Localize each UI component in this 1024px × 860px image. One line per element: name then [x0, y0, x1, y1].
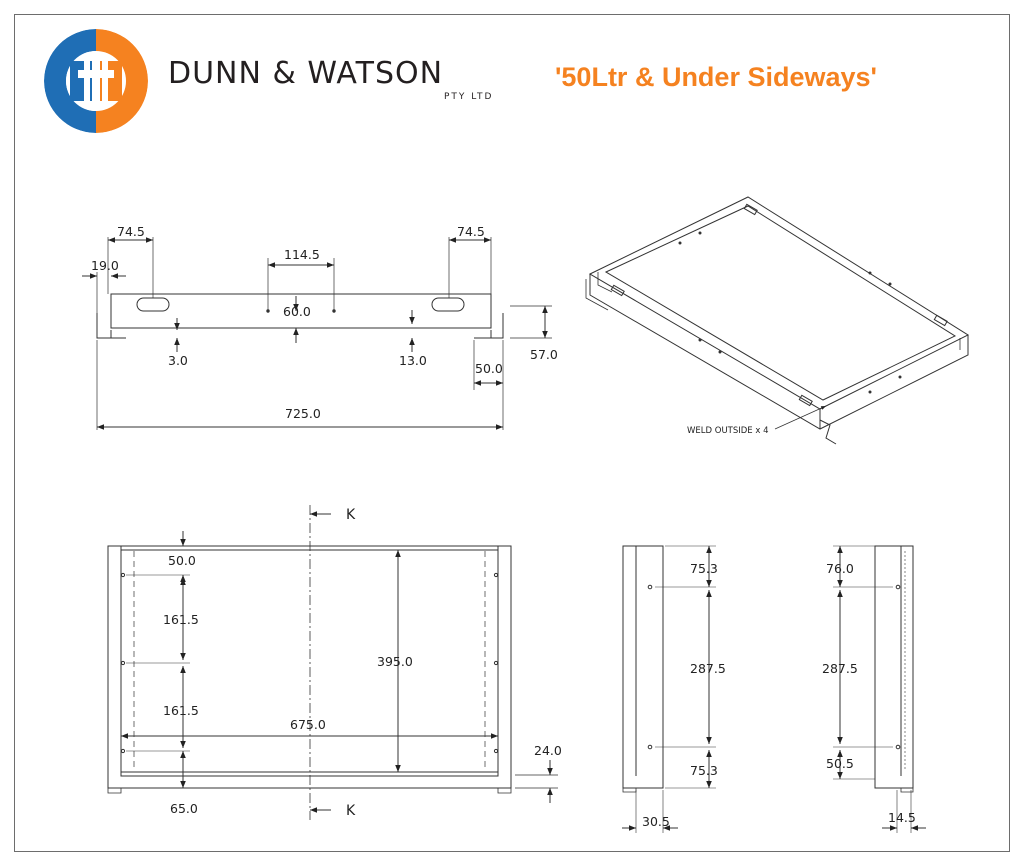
plan-view: [107, 505, 558, 820]
dim-left-bottom: 75.3: [690, 763, 718, 778]
dim-slot-left-offset: 74.5: [117, 224, 145, 239]
dim-hole-pitch-1: 161.5: [163, 612, 199, 627]
drawing-title: '50Ltr & Under Sideways': [555, 62, 877, 92]
side-view-right: [833, 545, 926, 833]
dim-inner-width: 675.0: [290, 717, 326, 732]
dim-left-width: 30.5: [642, 814, 670, 829]
dim-bottom-hole: 65.0: [170, 801, 198, 816]
dim-inner-height: 395.0: [377, 654, 413, 669]
dim-slot-right-offset: 74.5: [457, 224, 485, 239]
dim-length: 725.0: [285, 406, 321, 421]
dim-bottom-gap: 3.0: [168, 353, 188, 368]
dim-hole-pitch-2: 161.5: [163, 703, 199, 718]
drawing-border: [14, 14, 1010, 852]
company-suffix: PTY LTD: [444, 92, 494, 102]
dim-hole-height: 60.0: [283, 304, 311, 319]
company-name: DUNN & WATSON: [168, 56, 444, 91]
section-label-top: K: [346, 507, 356, 523]
dim-hole-spacing: 114.5: [284, 247, 320, 262]
dim-foot: 50.0: [475, 361, 503, 376]
company-logo: [44, 29, 148, 133]
dim-height: 57.0: [530, 347, 558, 362]
section-label-bottom: K: [346, 803, 356, 819]
dim-right-top: 76.0: [826, 561, 854, 576]
side-view-left: [622, 545, 716, 833]
dim-foot-height: 24.0: [534, 743, 562, 758]
weld-note: WELD OUTSIDE x 4: [687, 426, 769, 436]
dim-top-hole: 50.0: [168, 553, 196, 568]
dim-right-middle: 287.5: [822, 661, 858, 676]
dim-right-bottom: 50.5: [826, 756, 854, 771]
dim-flange: 19.0: [91, 258, 119, 273]
front-view: [82, 237, 552, 430]
dim-right-width: 14.5: [888, 810, 916, 825]
isometric-view: [585, 196, 970, 445]
dim-left-top: 75.3: [690, 561, 718, 576]
dim-left-middle: 287.5: [690, 661, 726, 676]
dim-slot-height: 13.0: [399, 353, 427, 368]
